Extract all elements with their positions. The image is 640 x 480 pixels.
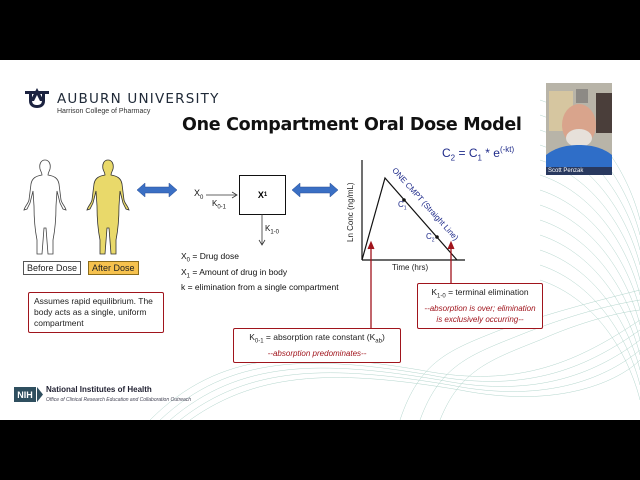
absorption-rate-symbol: K0-1	[212, 199, 227, 211]
auburn-au-logo-icon	[25, 88, 49, 108]
terminal-elimination-heading: K1-0 = terminal elimination	[431, 287, 529, 300]
nih-office: Office of Clinical Research Education an…	[46, 397, 192, 403]
wave-lines-decoration	[149, 99, 640, 420]
definition-x0: X0 = Drug dose	[181, 251, 239, 264]
absorption-arrow-icon	[206, 191, 238, 199]
ln-conc-time-graph	[361, 160, 465, 261]
definitions-list: X0 = Drug dose X1 = Amount of drug in bo…	[181, 251, 339, 293]
absorption-rate-detail: --absorption predominates--	[267, 348, 367, 358]
letterbox-top	[0, 0, 640, 60]
assumption-note: Assumes rapid equilibrium. The body acts…	[28, 292, 164, 333]
elimination-equation: C2 = C1 * e(-kt)	[442, 145, 515, 163]
absorption-rate-heading: K0-1 = absorption rate constant (Kab)	[249, 332, 385, 345]
body-outline-before-icon	[23, 159, 67, 255]
before-dose-label: Before Dose	[23, 261, 82, 275]
double-arrow-right-icon	[292, 182, 338, 198]
slide-title: One Compartment Oral Dose Model	[182, 115, 522, 135]
presenter-name-label: Scott Penzak	[546, 167, 612, 175]
y-axis-label: Ln Conc (ng/mL)	[346, 182, 355, 242]
presenter-video-icon	[546, 83, 612, 175]
double-arrow-left-icon	[137, 182, 177, 198]
absorption-rate-note: K0-1 = absorption rate constant (Kab) --…	[233, 328, 401, 363]
terminal-elimination-note: K1-0 = terminal elimination --absorption…	[417, 283, 543, 329]
x-axis-label: Time (hrs)	[392, 263, 429, 272]
nih-logo-slash-icon	[37, 387, 43, 402]
definition-k: k = elimination from a single compartmen…	[181, 282, 339, 293]
university-name: AUBURN UNIVERSITY	[57, 91, 220, 107]
red-pointer-arrows-icon	[367, 240, 455, 330]
letterbox-bottom	[0, 420, 640, 480]
input-dose-symbol: X0	[194, 188, 204, 201]
college-name: Harrison College of Pharmacy	[57, 108, 151, 115]
presentation-slide: AUBURN UNIVERSITY Harrison College of Ph…	[0, 60, 640, 420]
body-filled-after-icon	[86, 159, 130, 255]
definition-x1: X1 = Amount of drug in body	[181, 266, 288, 280]
nih-name: National Institutes of Health	[46, 385, 152, 394]
elimination-arrow-icon	[258, 214, 266, 246]
point-c2-label: C2	[426, 232, 435, 244]
elimination-rate-symbol: K1-0	[265, 224, 280, 236]
terminal-elimination-detail: --absorption is over; elimination is exc…	[424, 303, 536, 324]
nih-logo-badge: NIH	[14, 387, 36, 402]
presenter-webcam: Scott Penzak	[546, 83, 612, 175]
point-c1-label: C1	[398, 200, 407, 212]
after-dose-label: After Dose	[88, 261, 139, 275]
